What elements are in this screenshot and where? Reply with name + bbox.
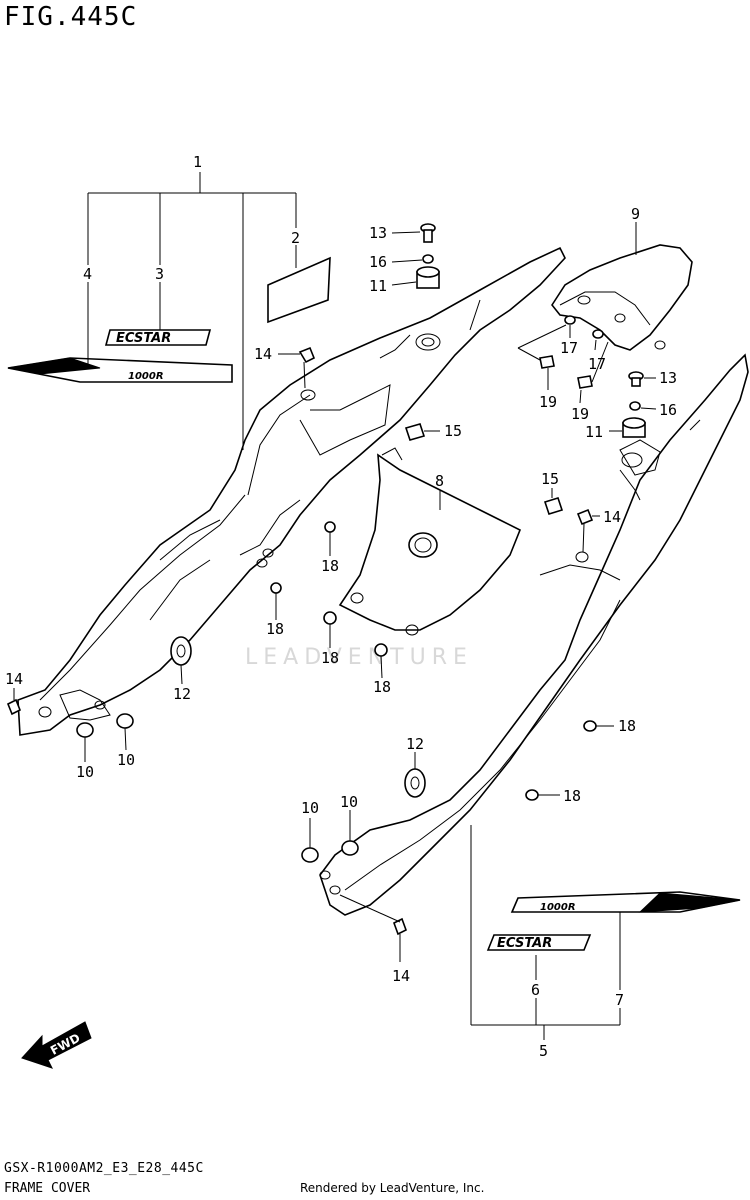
callout-2: 2 <box>291 229 300 247</box>
fwd-arrow-icon: FWD <box>21 1021 92 1069</box>
clip-18-f <box>525 789 539 801</box>
callout-14-c: 14 <box>5 670 23 688</box>
callout-19-a: 19 <box>539 393 557 411</box>
figure-code: GSX-R1000AM2_E3_E28_445C <box>4 1161 204 1176</box>
callout-13-a: 13 <box>369 224 387 242</box>
nut-15-right <box>543 497 564 515</box>
clip-18-b <box>270 582 282 594</box>
callout-12-a: 12 <box>173 685 191 703</box>
callout-12-b: 12 <box>406 735 424 753</box>
callout-14-d: 14 <box>392 967 410 985</box>
callout-14-b: 14 <box>603 508 621 526</box>
callout-10-b: 10 <box>117 751 135 769</box>
watermark-text: LEADVENTURE <box>245 645 473 670</box>
screw-13-upper <box>420 223 436 243</box>
callout-18-a: 18 <box>321 557 339 575</box>
clip-18-a <box>324 521 336 533</box>
rendered-by-credit: Rendered by LeadVenture, Inc. <box>300 1181 485 1195</box>
collar-16-right <box>629 401 641 411</box>
callout-18-d: 18 <box>373 678 391 696</box>
clip-18-e <box>583 720 597 732</box>
decal-7-model-text: 1000R <box>540 902 576 913</box>
decal-4-model-text: 1000R <box>128 371 164 382</box>
callout-11-b: 11 <box>585 423 603 441</box>
callout-9: 9 <box>631 205 640 223</box>
callout-8: 8 <box>435 472 444 490</box>
screw-19-right <box>577 375 593 389</box>
callout-3: 3 <box>155 265 164 283</box>
callout-18-f: 18 <box>563 787 581 805</box>
callout-17-b: 17 <box>588 355 606 373</box>
grommet-12-right <box>404 768 426 798</box>
callout-15-a: 15 <box>444 422 462 440</box>
nut-15-upper <box>404 423 426 441</box>
callout-18-e: 18 <box>618 717 636 735</box>
callout-10-c: 10 <box>301 799 319 817</box>
clip-14-bottom <box>393 917 407 936</box>
clip-14-upper <box>298 346 316 364</box>
clip-14-right <box>576 508 594 526</box>
callout-18-b: 18 <box>266 620 284 638</box>
grommet-11-right <box>622 417 646 438</box>
callout-10-a: 10 <box>76 763 94 781</box>
plug-17-right <box>592 329 604 339</box>
callout-1: 1 <box>193 153 202 171</box>
callout-18-c: 18 <box>321 649 339 667</box>
clip-18-d <box>374 643 388 657</box>
callout-6: 6 <box>531 981 540 999</box>
grommet-12-left <box>170 636 192 666</box>
clip-18-c <box>323 611 337 625</box>
callout-16-a: 16 <box>369 253 387 271</box>
right-frame-cover <box>319 353 749 916</box>
callout-10-d: 10 <box>340 793 358 811</box>
center-panel <box>338 447 522 636</box>
screw-13-right <box>628 371 644 387</box>
callout-13-b: 13 <box>659 369 677 387</box>
callout-16-b: 16 <box>659 401 677 419</box>
damper-10-a <box>76 722 94 738</box>
decal-3-ecstar: ECSTAR <box>104 329 212 346</box>
decal-4-stripe: 1000R <box>7 357 233 383</box>
callout-17-a: 17 <box>560 339 578 357</box>
callout-15-b: 15 <box>541 470 559 488</box>
figure-title: FIG.445C <box>4 2 138 32</box>
callout-11-a: 11 <box>369 277 387 295</box>
left-frame-cover <box>17 246 566 736</box>
screw-19-left <box>539 355 555 369</box>
tail-cover-piece <box>551 244 693 351</box>
damper-10-d <box>341 840 359 856</box>
callout-19-b: 19 <box>571 405 589 423</box>
decal-6-brand-text: ECSTAR <box>497 936 552 951</box>
callout-7: 7 <box>615 991 624 1009</box>
clip-14-left <box>6 698 22 716</box>
decal-3-brand-text: ECSTAR <box>116 331 171 346</box>
decal-6-ecstar: ECSTAR <box>486 934 592 951</box>
collar-16-upper <box>422 254 434 264</box>
callout-labels: 1 2 3 4 5 6 7 8 9 10 10 10 10 11 11 12 1… <box>5 153 677 1060</box>
damper-10-b <box>116 713 134 729</box>
decal-7-stripe: 1000R <box>510 891 741 913</box>
decal-2-plate <box>267 256 331 324</box>
callout-14-a: 14 <box>254 345 272 363</box>
grommet-11-upper <box>416 266 440 289</box>
section-name: FRAME COVER <box>4 1181 91 1196</box>
leader-lines <box>13 172 657 1040</box>
callout-4: 4 <box>83 265 92 283</box>
damper-10-c <box>301 847 319 863</box>
callout-5: 5 <box>539 1042 548 1060</box>
plug-17-left <box>564 315 576 325</box>
